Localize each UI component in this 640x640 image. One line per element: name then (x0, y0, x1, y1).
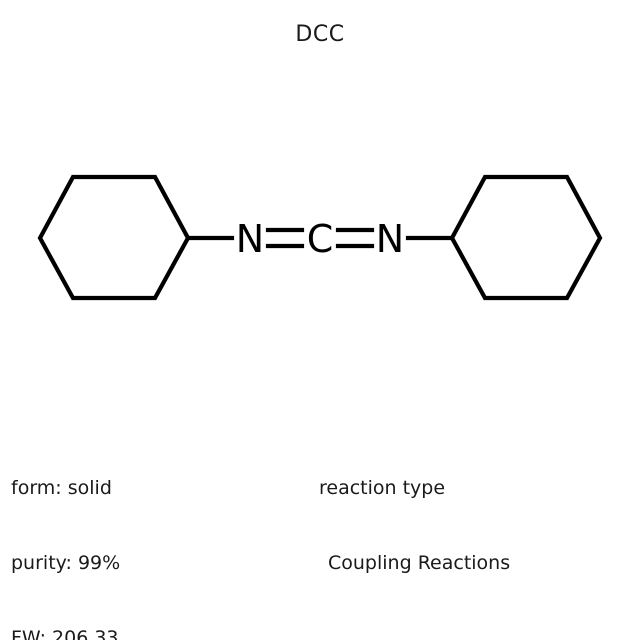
bond-lines (37, 174, 603, 301)
cyclohexyl-ring-left (37, 174, 191, 301)
reaction-type-heading: reaction type (319, 477, 446, 499)
reaction-type-block: reaction type Coupling Reactions (319, 426, 510, 626)
atom-label-nitrogen-right: N (376, 217, 404, 261)
property-purity: purity: 99% (11, 552, 121, 574)
property-formula-weight: FW: 206.33 (11, 627, 119, 640)
page-title: DCC (295, 22, 345, 47)
cyclohexyl-ring-right (449, 174, 603, 301)
atom-labels: N C N (236, 217, 404, 261)
properties-block: form: solid purity: 99% FW: 206.33 (11, 426, 120, 640)
atom-label-nitrogen-left: N (236, 217, 264, 261)
atom-label-carbon-center: C (307, 217, 334, 261)
property-form: form: solid (11, 477, 112, 499)
reaction-type-value: Coupling Reactions (328, 552, 511, 574)
